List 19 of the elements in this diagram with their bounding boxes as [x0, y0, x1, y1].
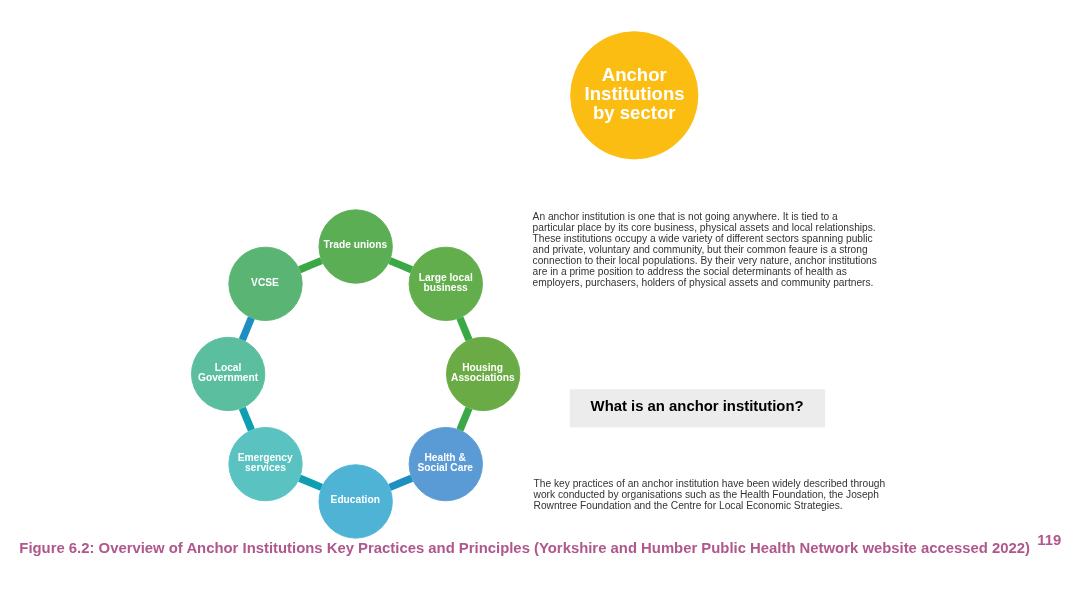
node-circle: Trade unions: [318, 208, 393, 284]
node-circle: Large local business: [408, 246, 483, 321]
connector: [388, 256, 414, 273]
connector: [456, 316, 473, 341]
connector: [456, 406, 473, 431]
node-circle: Housing Associations: [445, 336, 521, 411]
connector: [298, 256, 323, 273]
node-circle: Emergency services: [228, 426, 303, 501]
node-circle: Local Government: [191, 336, 266, 411]
node-circle: Anchor Institutions by sector: [570, 30, 699, 159]
node-circle: Education: [318, 463, 393, 539]
connector: [238, 406, 255, 431]
label: An anchor institution is one that is not going anywhere. It is tied to a particular place by its core business, physical assets and local relationships. These institutions occupy a wide variety of different sectors spanning public and private, voluntary and community, but their common feaure is a strong connection to their local populations. By their very nature, anchor institutions are in a prime position to address the social determinants of health as employers, purchasers, holders of physical assets and community partners.: [532, 210, 877, 288]
connector: [238, 316, 255, 341]
label: The key practices of an anchor institution have been widely described through work conducted by organisations such as the Health Foundation, the Joseph Rowntree Foundation and the Centre for Local Economic Strategies.: [533, 477, 886, 511]
node-circle: Health & Social Care: [408, 426, 483, 501]
connector: [298, 474, 323, 491]
connector: [388, 474, 414, 491]
node-circle: VCSE: [228, 246, 303, 321]
